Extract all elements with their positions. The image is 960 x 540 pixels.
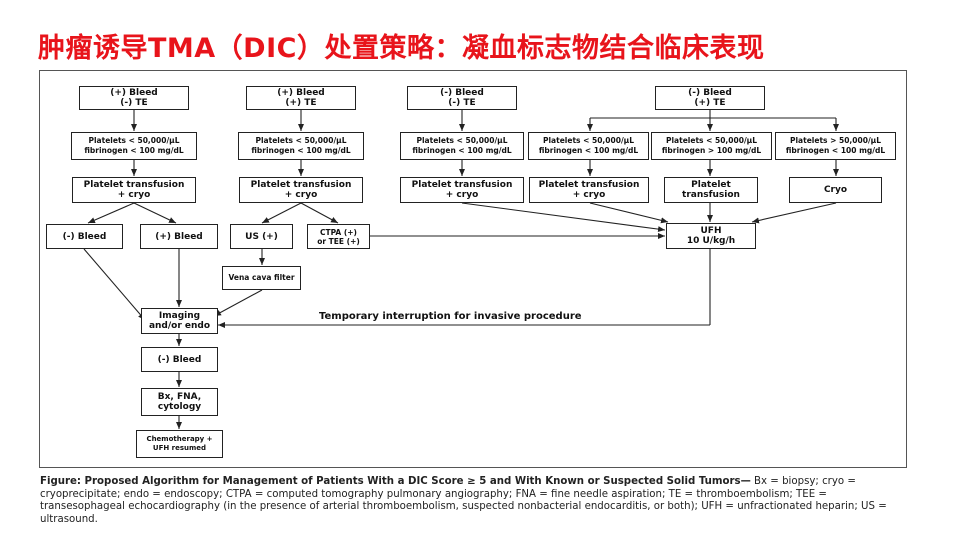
col4-cryo-box: Cryo <box>789 177 882 203</box>
chemotherapy-ufh-resumed-box: Chemotherapy + UFH resumed <box>136 430 223 458</box>
col2-vena-cava-filter-box: Vena cava filter <box>222 266 301 290</box>
col1-start-box: (+) Bleed (-) TE <box>79 86 189 110</box>
temporary-interruption-note: Temporary interruption for invasive proc… <box>319 311 582 322</box>
slide-title: 肿瘤诱导TMA（DIC）处置策略：凝血标志物结合临床表现 <box>38 33 765 64</box>
col2-ctpa-tee-box: CTPA (+) or TEE (+) <box>307 224 370 249</box>
col2-start-box: (+) Bleed (+) TE <box>246 86 356 110</box>
caption-title: Figure: Proposed Algorithm for Managemen… <box>40 476 751 487</box>
col4-labs-c-box: Platelets > 50,000/µL fibrinogen < 100 m… <box>775 132 896 160</box>
figure-frame <box>39 70 907 468</box>
col1-treatment-box: Platelet transfusion + cryo <box>72 177 196 203</box>
col4-treatment-a-box: Platelet transfusion + cryo <box>529 177 649 203</box>
col4-treatment-b-box: Platelet transfusion <box>664 177 758 203</box>
col1-labs-box: Platelets < 50,000/µL fibrinogen < 100 m… <box>71 132 197 160</box>
col3-treatment-box: Platelet transfusion + cryo <box>400 177 524 203</box>
ufh-box: UFH 10 U/kg/h <box>666 223 756 249</box>
col1-plus-bleed-box: (+) Bleed <box>140 224 218 249</box>
col3-start-box: (-) Bleed (-) TE <box>407 86 517 110</box>
col4-labs-b-box: Platelets < 50,000/µL fibrinogen > 100 m… <box>651 132 772 160</box>
col2-treatment-box: Platelet transfusion + cryo <box>239 177 363 203</box>
bottom-minus-bleed-box: (-) Bleed <box>141 347 218 372</box>
col2-labs-box: Platelets < 50,000/µL fibrinogen < 100 m… <box>238 132 364 160</box>
caption-body: Bx = biopsy; cryo = cryoprecipitate; end… <box>40 476 887 525</box>
biopsy-fna-cytology-box: Bx, FNA, cytology <box>141 388 218 416</box>
imaging-endo-box: Imaging and/or endo <box>141 308 218 334</box>
col4-labs-a-box: Platelets < 50,000/µL fibrinogen < 100 m… <box>528 132 649 160</box>
figure-caption: Figure: Proposed Algorithm for Managemen… <box>40 476 910 526</box>
col4-start-box: (-) Bleed (+) TE <box>655 86 765 110</box>
col3-labs-box: Platelets < 50,000/µL fibrinogen < 100 m… <box>400 132 524 160</box>
col1-minus-bleed-box: (-) Bleed <box>46 224 123 249</box>
col2-us-positive-box: US (+) <box>230 224 293 249</box>
